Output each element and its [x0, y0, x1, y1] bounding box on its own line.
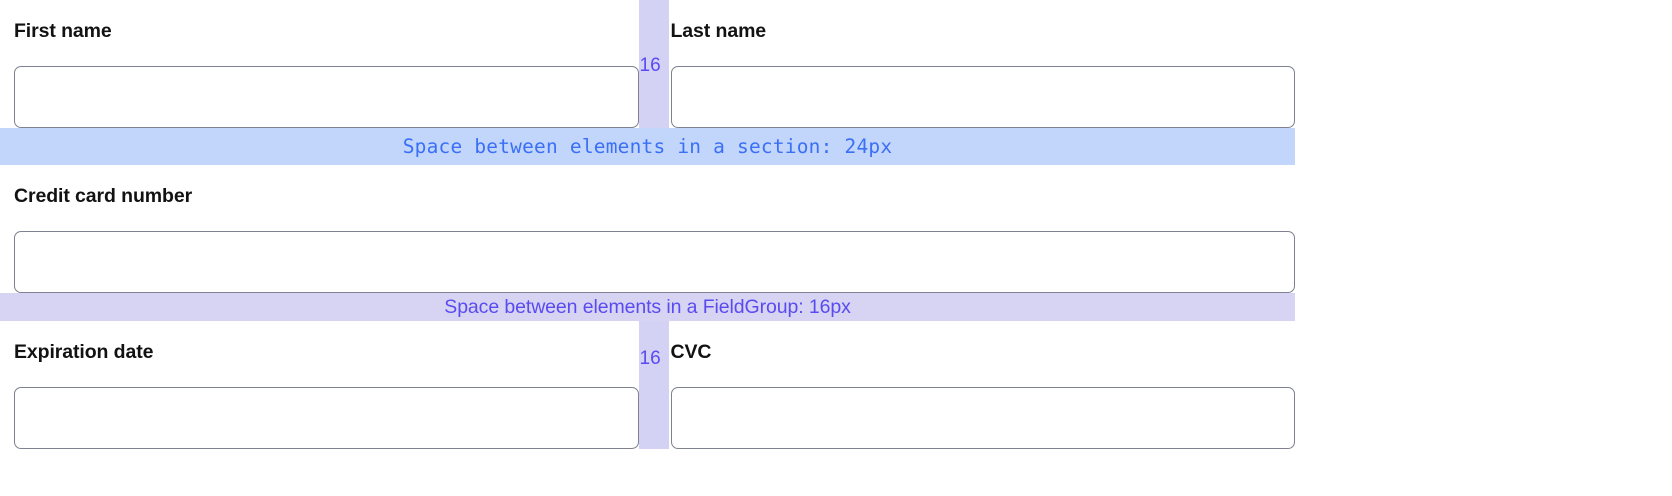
credit-card-number-input[interactable] — [14, 231, 1295, 293]
last-name-field-group: Last name — [669, 0, 1295, 128]
gap-value-label: 16 — [639, 55, 661, 76]
gap-indicator-expiry-row: 16 — [638, 321, 669, 449]
credit-card-field-group: Credit card number — [0, 165, 1295, 293]
first-name-label: First name — [14, 20, 112, 42]
annotated-form: First name 16 Last name Space between el… — [0, 0, 1295, 449]
last-name-input[interactable] — [670, 66, 1295, 128]
credit-card-number-label: Credit card number — [14, 185, 193, 207]
first-name-field-group: First name — [0, 0, 639, 128]
expiration-date-label: Expiration date — [14, 341, 154, 363]
cvc-field-group: CVC — [669, 321, 1295, 449]
cvc-input[interactable] — [670, 387, 1295, 449]
fieldgroup-spacing-annotation: Space between elements in a FieldGroup: … — [0, 293, 1295, 321]
gap-indicator-name-row: 16 — [638, 0, 669, 128]
first-name-input[interactable] — [14, 66, 639, 128]
expiration-date-input[interactable] — [14, 387, 639, 449]
gap-value-label: 16 — [639, 348, 661, 369]
expiry-cvc-field-row: Expiration date 16 CVC — [0, 321, 1295, 449]
expiration-date-field-group: Expiration date — [0, 321, 639, 449]
cvc-label: CVC — [670, 341, 712, 363]
section-spacing-annotation: Space between elements in a section: 24p… — [0, 128, 1295, 165]
last-name-label: Last name — [670, 20, 767, 42]
name-field-row: First name 16 Last name — [0, 0, 1295, 128]
